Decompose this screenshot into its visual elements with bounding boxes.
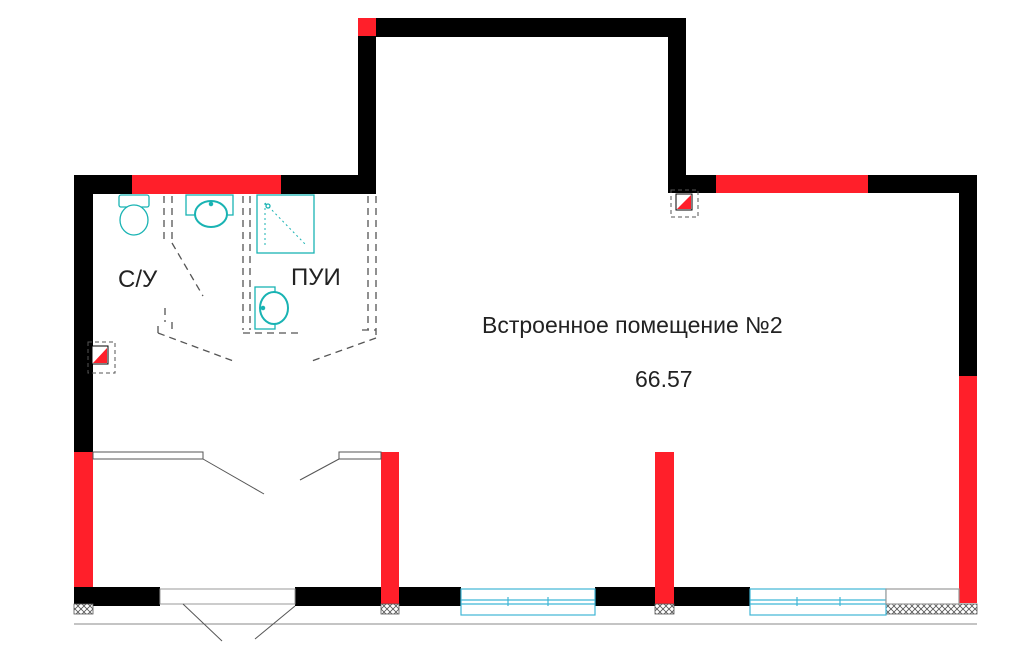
- wall-bottom-seg-2: [295, 587, 461, 606]
- room-label-main: Встроенное помещение №2: [482, 312, 783, 338]
- windows: [460, 588, 960, 616]
- red-left-lower: [74, 452, 93, 587]
- wall-upper-top: [358, 18, 686, 37]
- hatch-4: [885, 603, 978, 615]
- window-right-gap: [885, 588, 960, 605]
- wall-right: [959, 175, 977, 380]
- wall-upper-right-vertical: [668, 18, 686, 193]
- room-label-bathroom: С/У: [118, 266, 158, 293]
- sink-icon: [185, 194, 234, 228]
- interior-door-leaf-left: [202, 458, 265, 495]
- partition-bottom-left: [157, 332, 237, 363]
- entrance-door-leaf-right: [254, 605, 296, 640]
- riser-icon: [87, 341, 116, 374]
- interior-door-jamb-right: [338, 451, 382, 460]
- toilet-icon: [118, 194, 150, 236]
- wall-upper-left-vertical: [358, 18, 376, 194]
- hatch-1: [73, 603, 94, 615]
- interior-door-jamb-left: [92, 451, 204, 460]
- room-label-utility: ПУИ: [291, 264, 341, 291]
- dashed-partitions: [157, 196, 377, 363]
- interior-door-leaf-right: [299, 458, 340, 481]
- shower-tray-icon: [256, 194, 315, 254]
- highlighted-walls: [74, 18, 977, 604]
- red-top-left-segment: [132, 175, 281, 194]
- red-top-right-segment: [716, 175, 868, 193]
- room-area-main: 66.57: [635, 366, 693, 392]
- red-right-lower: [959, 376, 977, 603]
- interior-double-door: [92, 451, 382, 495]
- partition-bottom-right: [308, 337, 377, 363]
- entrance-door-leaf-left: [182, 603, 223, 642]
- red-partition-2: [655, 452, 674, 604]
- red-partition-1: [381, 452, 399, 604]
- su-door-swing: [171, 242, 204, 297]
- hatch-3: [654, 603, 675, 615]
- hatch-2: [380, 603, 400, 615]
- window-1: [460, 588, 596, 616]
- red-corner-top: [358, 18, 376, 36]
- wall-bottom-seg-1: [74, 587, 160, 606]
- window-2: [749, 588, 887, 616]
- riser-icon: [670, 189, 699, 218]
- entrance-threshold: [159, 588, 296, 605]
- entrance-door: [159, 588, 296, 642]
- sink-icon: [254, 286, 289, 330]
- hatched-footings: [73, 603, 978, 615]
- wall-left: [74, 175, 93, 452]
